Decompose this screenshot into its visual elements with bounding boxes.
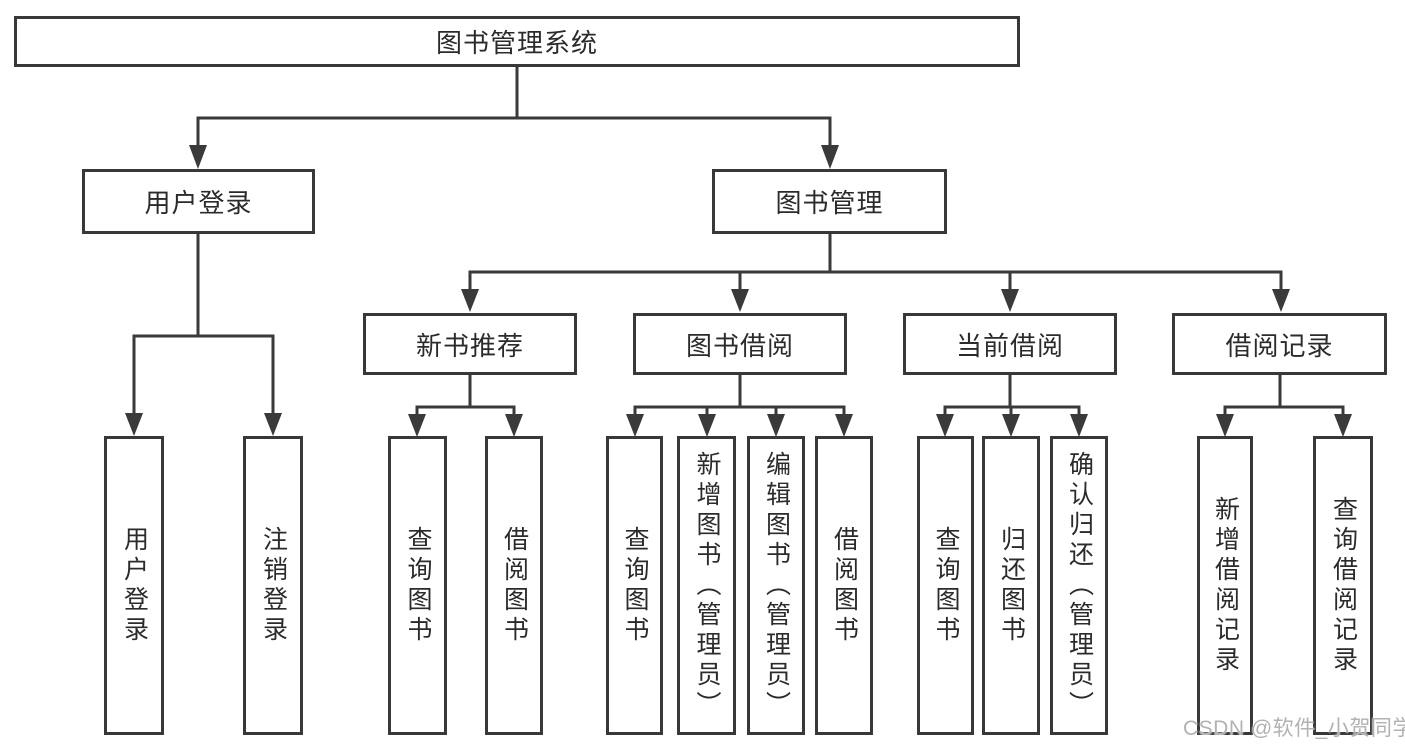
leaf-query-books-current-label: 查询图书: [932, 525, 960, 646]
node-borrowing-records: 借阅记录: [1172, 313, 1387, 375]
leaf-user-login: 用户登录: [104, 436, 164, 735]
leaf-user-login-label: 用户登录: [120, 525, 149, 646]
leaf-edit-books-admin-label: 编辑图书（管理员）: [762, 450, 791, 721]
node-book-management: 图书管理: [712, 169, 947, 234]
leaf-borrow-books-label: 借阅图书: [830, 525, 859, 646]
node-current-borrowing-label: 当前借阅: [955, 330, 1064, 361]
leaf-confirm-return-admin-label: 确认归还（管理员）: [1065, 450, 1094, 721]
node-root: 图书管理系统: [14, 16, 1020, 67]
node-book-borrowing-label: 图书借阅: [685, 330, 794, 361]
leaf-query-books-recommend: 查询图书: [388, 436, 447, 735]
node-user-login: 用户登录: [82, 169, 315, 234]
leaf-borrow-books-recommend: 借阅图书: [485, 436, 543, 735]
leaf-add-books-admin: 新增图书（管理员）: [677, 436, 736, 735]
watermark: CSDN @软件_小贺同学: [1183, 717, 1405, 740]
leaf-logout-label: 注销登录: [259, 525, 288, 646]
leaf-add-books-admin-label: 新增图书（管理员）: [693, 450, 721, 721]
node-new-book-recommend-label: 新书推荐: [415, 330, 524, 361]
leaf-borrow-books: 借阅图书: [815, 436, 873, 735]
leaf-add-borrow-record: 新增借阅记录: [1197, 436, 1253, 735]
leaf-query-borrow-record-label: 查询借阅记录: [1329, 495, 1358, 676]
node-book-management-label: 图书管理: [775, 188, 884, 218]
leaf-query-books-current: 查询图书: [917, 436, 974, 735]
arrowheads: [125, 145, 1352, 437]
leaf-edit-books-admin: 编辑图书（管理员）: [747, 436, 805, 735]
node-new-book-recommend: 新书推荐: [363, 313, 577, 375]
node-borrowing-records-label: 借阅记录: [1225, 330, 1334, 361]
leaf-query-borrow-record: 查询借阅记录: [1313, 436, 1373, 735]
leaf-return-books-label: 归还图书: [997, 525, 1026, 646]
node-current-borrowing: 当前借阅: [903, 313, 1117, 375]
leaf-query-books-borrowing: 查询图书: [606, 436, 663, 735]
leaf-query-books-recommend-label: 查询图书: [404, 525, 432, 646]
leaf-add-borrow-record-label: 新增借阅记录: [1211, 495, 1240, 676]
leaf-logout: 注销登录: [243, 436, 303, 735]
leaf-borrow-books-recommend-label: 借阅图书: [500, 525, 529, 646]
node-root-label: 图书管理系统: [435, 28, 598, 58]
leaf-confirm-return-admin: 确认归还（管理员）: [1050, 436, 1108, 735]
node-user-login-label: 用户登录: [144, 188, 253, 218]
leaf-return-books: 归还图书: [982, 436, 1040, 735]
leaf-query-books-borrowing-label: 查询图书: [621, 525, 649, 646]
node-book-borrowing: 图书借阅: [633, 313, 847, 375]
